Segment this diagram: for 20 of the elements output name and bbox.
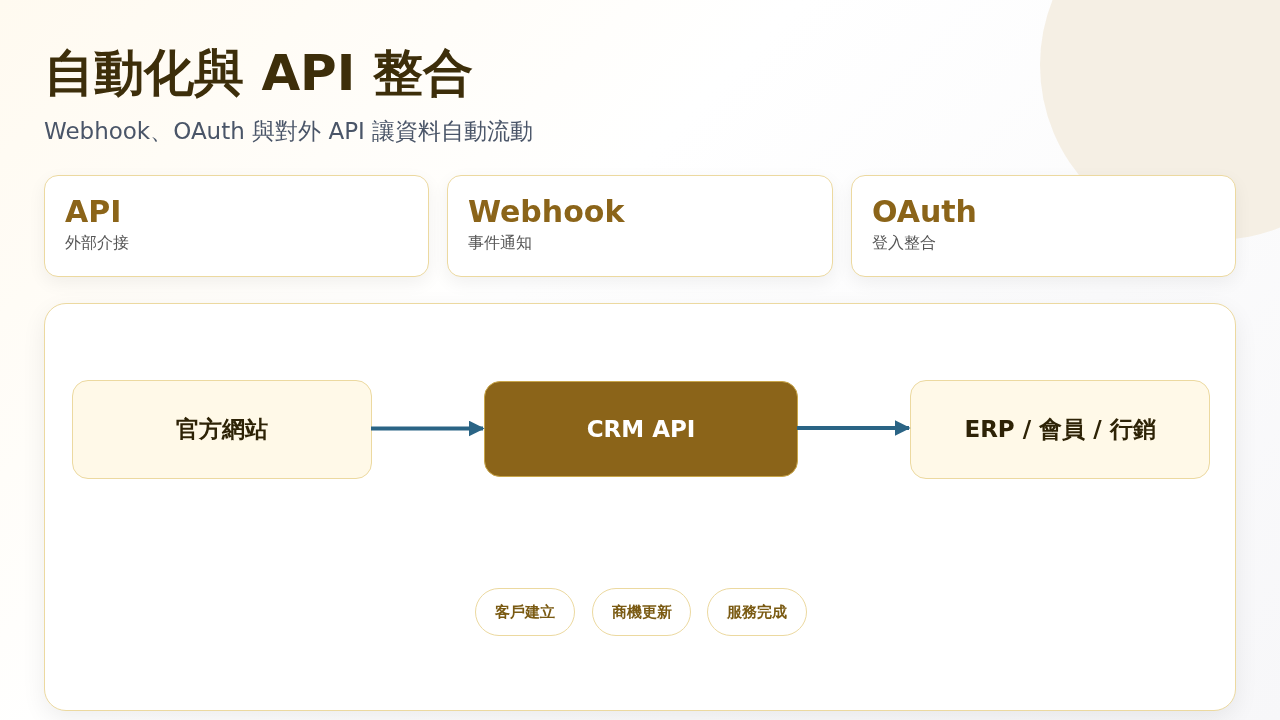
- card-description: 事件通知: [468, 233, 532, 254]
- card-heading: Webhook: [468, 194, 625, 229]
- event-tag: 服務完成: [707, 588, 807, 636]
- arrow: [797, 420, 911, 436]
- info-card: [447, 175, 833, 277]
- info-card: [851, 175, 1236, 277]
- info-card: [44, 175, 429, 277]
- process-box: ERP / 會員 / 行銷: [910, 380, 1210, 479]
- arrow: [371, 420, 485, 437]
- flow-panel: [44, 303, 1236, 711]
- event-tag: 客戶建立: [475, 588, 575, 636]
- event-tag: 商機更新: [592, 588, 691, 636]
- subtitle: Webhook、OAuth 與對外 API 讓資料自動流動: [44, 117, 534, 146]
- card-description: 登入整合: [872, 233, 936, 254]
- process-box: CRM API: [484, 381, 798, 477]
- card-heading: API: [65, 194, 122, 229]
- card-description: 外部介接: [65, 233, 129, 254]
- title: 自動化與 API 整合: [44, 43, 473, 104]
- card-heading: OAuth: [872, 194, 977, 229]
- process-box: 官方網站: [72, 380, 372, 479]
